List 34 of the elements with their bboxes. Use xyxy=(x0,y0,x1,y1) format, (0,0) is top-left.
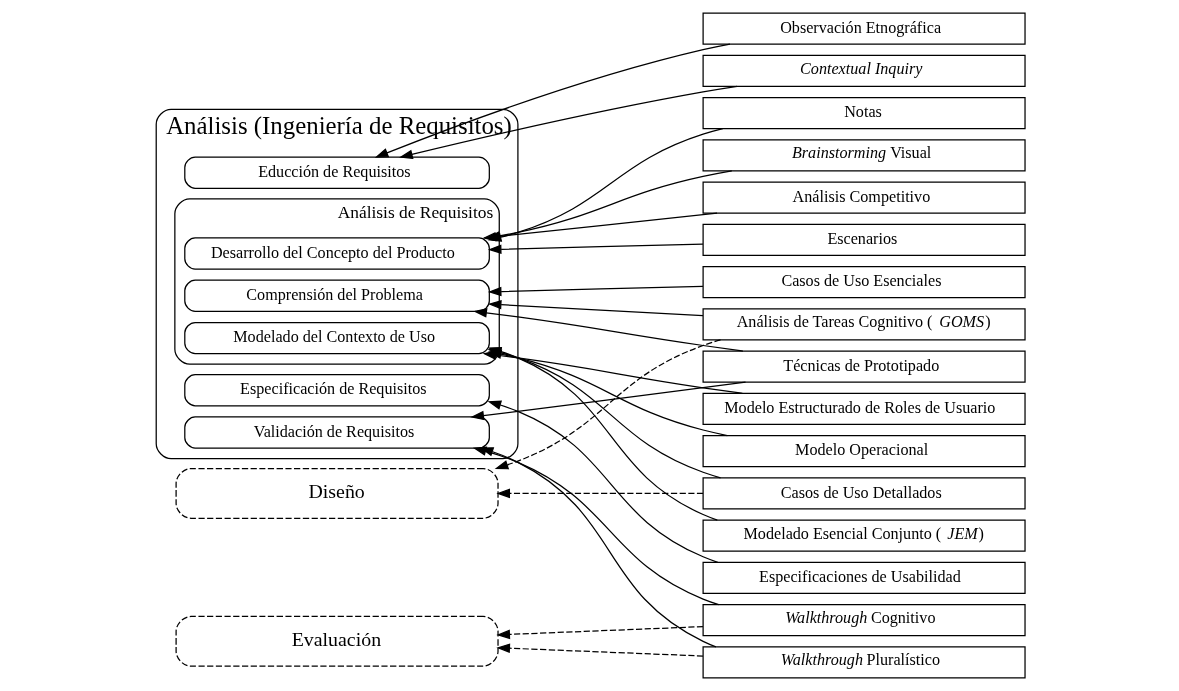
arrow xyxy=(494,339,721,470)
node-box: Contextual Inquiry xyxy=(702,54,1026,87)
node-box: Educción de Requisitos xyxy=(183,156,490,189)
arrow xyxy=(472,308,743,352)
node-box: Modelado Esencial Conjunto (JEM) xyxy=(702,519,1026,552)
arrow xyxy=(495,643,704,657)
node-box: Desarrollo del Concepto del Producto xyxy=(183,237,490,270)
node-box: Especificaciones de Usabilidad xyxy=(702,561,1026,595)
arrow xyxy=(495,488,704,499)
node-box: Walkthrough Pluralístico xyxy=(702,646,1026,679)
node-box: Técnicas de Prototipado xyxy=(702,350,1026,383)
node-box: Casos de Uso Detallados xyxy=(702,477,1026,510)
node-box: Notas xyxy=(702,96,1026,130)
node-box: Escenarios xyxy=(702,223,1026,256)
arrow xyxy=(487,285,704,297)
node-box: Análisis de Tareas Cognitivo (GOMS) xyxy=(702,308,1026,341)
node-box: Modelado del Contexto de Uso xyxy=(183,321,490,355)
node-box: Walkthrough Cognitivo xyxy=(702,604,1026,637)
node-box: Validación de Requisitos xyxy=(183,416,490,449)
node-box: Casos de Uso Esenciales xyxy=(702,265,1026,299)
node-box: Comprensión del Problema xyxy=(183,279,490,312)
arrow xyxy=(487,299,704,317)
arrow xyxy=(487,400,718,563)
node-box: Brainstorming Visual xyxy=(702,139,1026,172)
node-box: Evaluación xyxy=(175,615,499,667)
node-box: Análisis Competitivo xyxy=(702,181,1026,214)
node-box: Modelo Operacional xyxy=(702,435,1026,468)
node-box: Especificación de Requisitos xyxy=(183,374,490,407)
node-box: Modelo Estructurado de Roles de Usuario xyxy=(702,392,1026,426)
arrow xyxy=(487,243,704,255)
arrow xyxy=(495,626,704,640)
node-box: Diseño xyxy=(175,467,499,519)
arrow xyxy=(469,381,746,421)
node-box: Observación Etnográfica xyxy=(702,12,1026,45)
